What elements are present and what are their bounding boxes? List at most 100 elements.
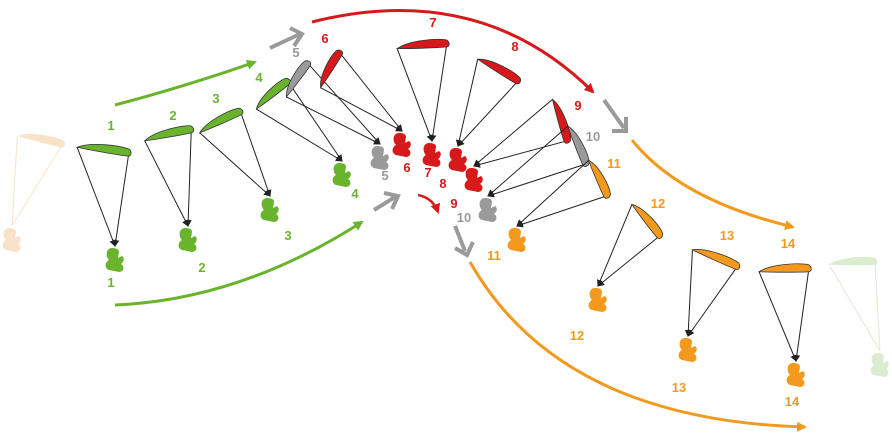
flow-arrows — [114, 9, 807, 432]
pilot-icon — [370, 146, 389, 170]
suspension-line — [684, 249, 693, 337]
kite-step — [286, 60, 389, 170]
suspension-line — [396, 48, 434, 142]
kite-step — [588, 203, 664, 312]
wing-step-number: 13 — [720, 228, 734, 243]
gray-transition-arrows — [269, 26, 628, 258]
pilot-step-number: 11 — [487, 248, 501, 263]
pilot-icon — [392, 133, 411, 157]
paraglider-wing-icon — [757, 263, 812, 273]
suspension-line — [338, 52, 403, 132]
paraglider-wing-icon — [476, 58, 521, 85]
pilot-icon — [105, 248, 124, 272]
paraglider-wing-icon — [395, 38, 450, 50]
suspension-line — [307, 62, 381, 145]
paraglider-wing-icon — [587, 159, 611, 199]
kite-step — [828, 256, 889, 377]
wing-step-number: 2 — [169, 108, 176, 123]
paraglider-wing-icon — [286, 60, 312, 98]
suspension-line — [487, 125, 569, 197]
orange-arrow-upper — [630, 139, 795, 231]
suspension-line — [874, 261, 881, 352]
pilot-step-number: 13 — [672, 380, 686, 395]
paraglider-wing-icon — [829, 256, 878, 266]
suspension-line — [597, 235, 661, 287]
suspension-line — [144, 140, 189, 227]
kite-step — [507, 159, 611, 252]
suspension-line — [597, 204, 633, 287]
suspension-line — [76, 147, 117, 247]
kite-step — [198, 107, 279, 222]
paraglider-wing-icon — [17, 134, 65, 148]
direction-arrow-icon — [269, 32, 301, 50]
suspension-line — [828, 264, 881, 352]
paraglider-wing-icon — [551, 98, 572, 144]
pilot-step-number: 2 — [198, 260, 205, 275]
suspension-line — [320, 87, 403, 132]
red-arrow-mid — [417, 193, 441, 214]
pilot-icon — [588, 288, 607, 312]
red-arrow-top — [311, 9, 595, 94]
kite-step — [255, 77, 351, 187]
pilot-icon — [678, 338, 697, 362]
suspension-line — [473, 98, 553, 167]
direction-arrow-icon — [612, 117, 628, 133]
wing-step-number: 3 — [212, 91, 219, 106]
direction-arrow-icon — [453, 225, 467, 252]
kite-step — [478, 125, 590, 222]
orange-arrow-lower — [468, 261, 807, 432]
wing-step-number: 5 — [292, 45, 299, 60]
green-arrow-upper — [114, 59, 257, 107]
pilot-icon — [507, 228, 526, 252]
suspension-line — [286, 96, 381, 145]
kite-step — [143, 125, 197, 252]
pilot-step-number: 8 — [439, 176, 446, 191]
pilot-icon — [422, 143, 441, 167]
wing-step-number: 8 — [511, 39, 518, 54]
paraglider-wing-icon — [567, 125, 590, 167]
wing-step-number: 4 — [255, 70, 263, 85]
pilot-icon — [260, 198, 279, 222]
pilot-icon — [2, 228, 21, 252]
pilot-step-number: 5 — [381, 168, 388, 183]
wing-step-number: 12 — [651, 196, 665, 211]
suspension-line — [239, 111, 272, 197]
pilot-step-number: 12 — [570, 328, 584, 343]
kite-sequence — [2, 38, 889, 387]
pilot-icon — [464, 168, 483, 192]
kite-step — [395, 38, 450, 167]
kite-step — [320, 49, 411, 157]
pilot-step-number: 14 — [785, 394, 800, 409]
suspension-line — [473, 140, 568, 168]
suspension-line — [793, 268, 810, 362]
pilot-step-number: 3 — [284, 228, 291, 243]
suspension-line — [11, 143, 64, 227]
direction-arrow-icon — [602, 98, 626, 130]
kite-step — [75, 144, 132, 272]
pilot-icon — [786, 363, 805, 387]
paraglider-wing-icon — [75, 144, 132, 157]
direction-arrow-icon — [383, 191, 401, 210]
paraglider-wing-icon — [143, 125, 195, 142]
pilot-icon — [178, 228, 197, 252]
kite-step — [464, 98, 572, 192]
suspension-line — [457, 80, 519, 147]
wing-step-number: 11 — [607, 156, 621, 171]
suspension-line — [487, 163, 587, 198]
wing-step-number: 7 — [429, 15, 436, 30]
paraglider-wing-icon — [631, 203, 664, 239]
suspension-line — [687, 265, 738, 337]
suspension-line — [256, 108, 343, 162]
pilot-step-number: 10 — [457, 210, 471, 225]
suspension-line — [199, 132, 271, 197]
direction-arrow-icon — [289, 26, 305, 48]
pilot-step-number: 6 — [403, 160, 410, 175]
pilot-step-number: 4 — [351, 186, 359, 201]
wing-step-number: 6 — [321, 31, 328, 46]
wing-step-number: 9 — [574, 98, 581, 113]
suspension-line — [429, 43, 448, 142]
kite-step — [757, 263, 812, 387]
suspension-line — [287, 80, 343, 162]
